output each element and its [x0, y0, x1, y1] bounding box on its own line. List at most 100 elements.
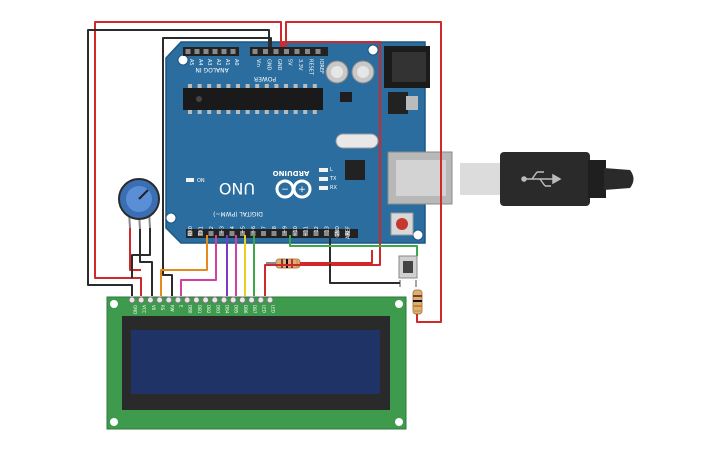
- lcd-pin: [229, 296, 237, 304]
- power-pin: [305, 49, 310, 54]
- digital-pin-label: 2: [209, 226, 215, 229]
- wire-black-rw: [162, 37, 272, 296]
- wires: [87, 21, 442, 323]
- lcd-pin: [202, 296, 210, 304]
- digital-pwm-label: DIGITAL (PWM~): [213, 210, 263, 217]
- lcd-pin-label: DB7: [252, 305, 257, 314]
- power-pin: [252, 49, 258, 54]
- digital-pin: [292, 231, 298, 236]
- lcd-pin-label: RW: [169, 305, 174, 312]
- digital-pin: [324, 231, 329, 236]
- digital-pin: [229, 231, 235, 236]
- lcd-header-pins: [128, 296, 274, 304]
- lcd-pin-label: LED: [261, 305, 266, 313]
- digital-pin: [208, 231, 214, 236]
- lcd-pin-label: DB6: [243, 305, 248, 314]
- analog-pin-label: A2: [215, 59, 221, 66]
- digital-pin-label: ~10: [293, 226, 299, 237]
- digital-pin: [261, 231, 266, 236]
- lcd-pin: [211, 296, 219, 304]
- power-pin-label: IOREF: [318, 59, 324, 74]
- digital-pin: [334, 231, 340, 236]
- arduino-infinity-logo: + −: [275, 179, 312, 199]
- lcd-pin: [266, 296, 274, 304]
- lcd-pin-label: V0: [151, 305, 156, 311]
- power-pin-label: RESET: [308, 59, 314, 76]
- analog-pin: [221, 49, 227, 54]
- push-button: [398, 255, 418, 287]
- lcd-pin-label: RS: [160, 305, 165, 311]
- analog-pin-label: A1: [224, 59, 230, 66]
- lcd-pin: [248, 296, 256, 304]
- led-l-label: L: [330, 167, 333, 173]
- power-pin-label: 5V: [287, 59, 293, 66]
- digital-pin-label: 4: [230, 226, 236, 229]
- analog-header: [183, 47, 239, 56]
- lcd-pin-label: DB0: [188, 305, 193, 314]
- lcd-pin: [257, 296, 265, 304]
- crystal-oscillator: [335, 133, 379, 149]
- digital-pin: [303, 231, 308, 236]
- digital-pin-label: ~5: [241, 226, 247, 233]
- power-pin: [263, 49, 268, 54]
- led-tx-label: TX: [329, 176, 337, 182]
- digital-pin-label: TX1: [199, 226, 205, 237]
- lcd-pin: [183, 296, 191, 304]
- lcd-pin-label: DB4: [225, 305, 230, 314]
- power-pin-label: GND: [276, 59, 282, 71]
- lcd-screen: [131, 330, 380, 394]
- analog-pin: [230, 49, 236, 54]
- analog-pin: [185, 49, 191, 54]
- arduino-brand-text: ARDUINO: [273, 169, 310, 177]
- power-pin: [273, 49, 279, 54]
- digital-pin: [313, 231, 319, 236]
- power-pin-label: Vin: [255, 59, 261, 67]
- digital-pin: [345, 231, 350, 236]
- digital-pin-label: ~9: [283, 226, 289, 233]
- resistor-horizontal: [275, 258, 301, 269]
- led-rx-label: RX: [330, 185, 337, 191]
- wire-black-gnd: [87, 29, 270, 296]
- power-header-pins: [252, 49, 321, 54]
- wire-black-button: [329, 235, 400, 284]
- wire-pot-gray: [139, 229, 153, 296]
- power-pin-label: 3.3V: [297, 59, 303, 71]
- lcd-pin-label: DB5: [234, 305, 239, 314]
- digital-header-pins: [187, 231, 350, 236]
- digital-pin: [282, 231, 287, 236]
- wire-red-led: [264, 41, 381, 296]
- power-pin: [294, 49, 300, 54]
- led-on-label: ON: [197, 178, 205, 184]
- digital-pin: [271, 231, 277, 236]
- svg-text:+: +: [298, 185, 306, 195]
- lcd-pin-label: DB2: [206, 305, 211, 314]
- wire-pot-black: [131, 228, 151, 278]
- digital-pin-label: 8: [272, 226, 278, 229]
- analog-pin: [194, 49, 200, 54]
- digital-pin-label: ~3: [220, 226, 226, 233]
- digital-pin-label: AREF: [346, 226, 352, 239]
- voltage-regulator: [388, 92, 408, 114]
- digital-pin-label: ~11: [304, 226, 310, 237]
- lcd-pin: [174, 296, 182, 304]
- lcd-pin-label: VCC: [142, 305, 147, 314]
- lcd-pin-label: GND: [133, 305, 138, 314]
- analog-in-label: ANALOG IN: [195, 66, 228, 73]
- lcd-pin: [128, 296, 136, 304]
- analog-pin: [203, 49, 209, 54]
- lcd-pin: [192, 296, 200, 304]
- analog-pin-label: A4: [197, 59, 203, 66]
- lcd-pin-label: LED: [271, 305, 276, 313]
- digital-pin-label: ~6: [251, 226, 257, 233]
- digital-pin-label: 13: [325, 226, 331, 232]
- uno-logo-text: UNO: [219, 179, 255, 198]
- analog-header-pins: [185, 49, 236, 54]
- wire-pot-red: [129, 228, 141, 271]
- potentiometer: [118, 178, 160, 230]
- lcd-pin-label: DB3: [215, 305, 220, 314]
